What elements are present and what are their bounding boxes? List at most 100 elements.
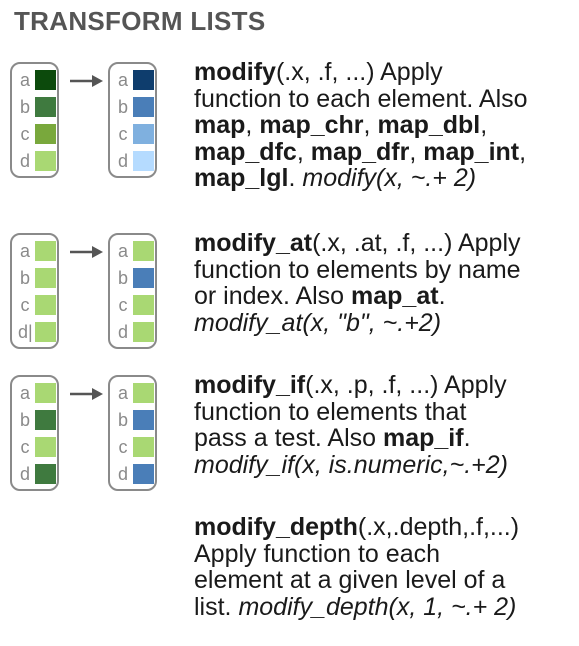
separator: . (288, 164, 303, 192)
list-item: b (116, 266, 154, 291)
entry-line: or index. Also map_at. (194, 283, 574, 310)
list-item: d (116, 320, 154, 345)
separator: , (245, 111, 260, 139)
entry-text: or index. Also (194, 282, 352, 310)
list-item: a (18, 381, 56, 406)
item-swatch (35, 464, 56, 484)
item-swatch (35, 70, 56, 90)
item-swatch (35, 241, 56, 261)
function-signature: (.x, .at, .f, ...) Apply (312, 229, 521, 257)
list-item: d| (18, 320, 56, 345)
item-letter: b (117, 268, 128, 288)
entry-line: Apply function to each (194, 539, 440, 568)
list-item: c (18, 293, 56, 318)
function-name: modify_depth (194, 513, 358, 541)
function-name: modify (194, 58, 276, 86)
function-name: map_if (383, 424, 464, 452)
list-item: c (18, 122, 56, 147)
item-swatch (133, 410, 154, 430)
item-swatch (133, 268, 154, 288)
entry-text: list. (194, 592, 239, 621)
entry-modify-if: modify_if(.x, .p, .f, ...) Apply functio… (194, 372, 574, 478)
arrow-right-icon (70, 246, 103, 258)
input-list: a b c d (10, 375, 59, 491)
code-example: modify(x, ~.+ 2) (302, 164, 477, 192)
list-item: d (18, 462, 56, 487)
entry-modify: modify(.x, .f, ...) Apply function to ea… (194, 59, 574, 192)
item-swatch (133, 70, 154, 90)
item-letter: b (117, 410, 128, 430)
function-name: map_dfr (310, 137, 410, 166)
list-item: d (18, 149, 56, 174)
item-swatch (35, 410, 56, 430)
diagram-modify-at: a b c d| a b c d (10, 233, 185, 357)
entry-modify-depth: modify_depth(.x,.depth,.f,...) Apply fun… (194, 514, 574, 620)
item-swatch (35, 295, 56, 315)
entry-line: map_dfc, map_dfr, map_int, (194, 137, 574, 166)
item-swatch (133, 464, 154, 484)
entry-line: map_lgl. modify(x, ~.+ 2) (194, 165, 574, 192)
list-item: a (18, 68, 56, 93)
item-swatch (133, 322, 154, 342)
item-swatch (133, 437, 154, 457)
function-name: map (194, 111, 246, 139)
item-letter: b (19, 410, 30, 430)
arrow-right-icon (70, 388, 103, 400)
entry-line: modify_depth(.x,.depth,.f,...) (194, 514, 574, 541)
list-item: b (18, 95, 56, 120)
entry-line: function to elements that (194, 397, 467, 426)
entry-line: function to each element. Also (194, 84, 528, 113)
list-item: d (116, 462, 154, 487)
entry-text: pass a test. Also (194, 424, 383, 452)
list-item: b (18, 266, 56, 291)
item-letter: c (118, 124, 128, 144)
item-letter: d (117, 151, 128, 171)
list-item: a (116, 68, 154, 93)
item-swatch (133, 151, 154, 171)
item-letter: c (118, 437, 128, 457)
entry-modify-at: modify_at(.x, .at, .f, ...) Apply functi… (194, 230, 574, 336)
item-letter: a (117, 241, 128, 261)
output-list: a b c d (108, 233, 157, 349)
item-swatch (133, 124, 154, 144)
item-swatch (35, 322, 56, 342)
function-name: map_dbl (377, 111, 481, 139)
item-letter: c (118, 295, 128, 315)
entry-line: modify_at(.x, .at, .f, ...) Apply (194, 230, 574, 257)
diagram-modify-if: a b c d a b c d (10, 375, 185, 499)
item-letter: b (19, 268, 30, 288)
item-letter: b (19, 97, 30, 117)
list-item: b (18, 408, 56, 433)
entry-line: modify(.x, .f, ...) Apply (194, 59, 574, 86)
item-swatch (35, 268, 56, 288)
separator: , (296, 137, 311, 166)
separator: , (363, 111, 378, 139)
entry-line: modify_at(x, "b", ~.+2) (194, 309, 574, 337)
list-item: d (116, 149, 154, 174)
item-letter: a (117, 383, 128, 403)
item-letter: d| (18, 322, 33, 342)
function-name: map_at (351, 282, 439, 310)
item-swatch (35, 97, 56, 117)
list-item: c (18, 435, 56, 460)
function-signature: (.x, .f, ...) Apply (275, 58, 443, 86)
function-signature: (.x, .p, .f, ...) Apply (305, 371, 507, 399)
input-list: a b c d| (10, 233, 59, 349)
page-title: TRANSFORM LISTS (14, 6, 266, 36)
arrow-right-icon (70, 75, 103, 87)
function-name: modify_at (194, 229, 313, 257)
item-letter: d (19, 464, 30, 484)
item-swatch (133, 97, 154, 117)
item-swatch (35, 437, 56, 457)
item-letter: a (19, 383, 30, 403)
list-item: c (116, 435, 154, 460)
entry-line: map, map_chr, map_dbl, (194, 112, 574, 139)
list-item: b (116, 95, 154, 120)
output-list: a b c d (108, 62, 157, 178)
item-letter: d (19, 151, 30, 171)
diagram-modify: a b c d a b c d (10, 62, 185, 186)
function-name: map_lgl (194, 164, 289, 192)
item-letter: a (19, 241, 30, 261)
function-name: map_chr (259, 111, 364, 139)
item-swatch (133, 295, 154, 315)
